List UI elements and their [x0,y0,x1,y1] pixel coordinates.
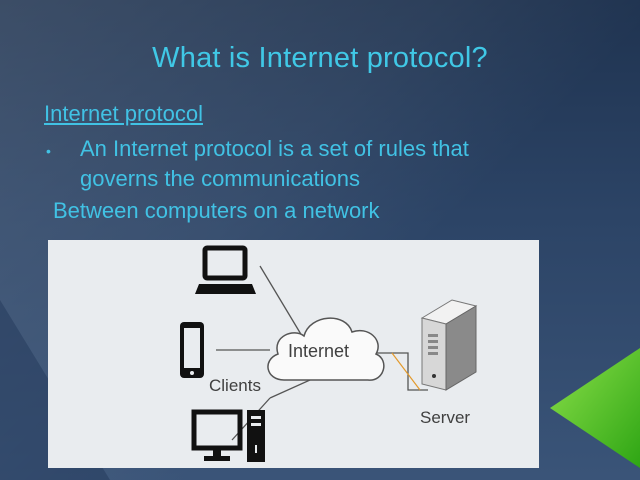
desktop-computer-icon [191,409,265,462]
green-arrow-icon [550,348,640,468]
cloud-icon [267,317,385,381]
bullet-marker: • [46,143,51,159]
server-icon [420,299,478,391]
slide-title: What is Internet protocol? [152,42,488,74]
laptop-icon [195,245,256,294]
continuation-text: Between computers on a network [53,198,380,223]
connection-lines [216,265,428,441]
cloud-label: Internet [288,341,350,361]
network-diagram: Internet Clients Server [48,240,539,468]
smartphone-icon [180,322,204,378]
server-label: Server [420,408,471,427]
link-highlight [391,352,421,391]
subheading: Internet protocol [44,101,203,126]
clients-label: Clients [209,376,261,395]
bullet-text: An Internet protocol is a set of rules t… [80,136,469,191]
